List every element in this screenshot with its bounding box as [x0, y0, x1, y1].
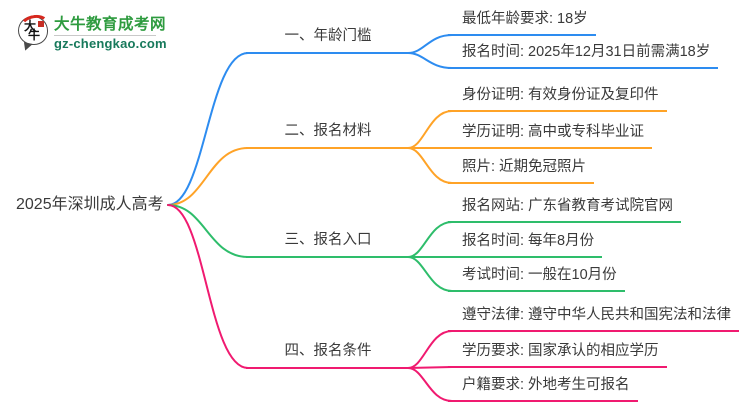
connector-curve: [167, 204, 249, 258]
leaf-node: 户籍要求: 外地考生可报名: [448, 376, 638, 402]
branch-node: 一、年龄门槛: [246, 26, 410, 54]
branch-node: 三、报名入口: [246, 230, 410, 258]
connector-curve: [167, 204, 249, 369]
connector-curve: [407, 366, 453, 369]
logo-seal-icon: [38, 21, 44, 27]
logo-char-1: 大: [24, 19, 37, 33]
branch-node: 二、报名材料: [246, 121, 410, 149]
connector-curve: [407, 52, 453, 69]
connector-curve: [407, 34, 453, 54]
leaf-node: 报名时间: 每年8月份: [448, 232, 603, 258]
logo-subtitle: gz-chengkao.com: [54, 36, 167, 51]
leaf-node: 报名网站: 广东省教育考试院官网: [448, 197, 682, 223]
connector-curve: [407, 256, 453, 292]
leaf-node: 照片: 近期免冠照片: [448, 158, 595, 184]
logo-title: 大牛教育成考网: [54, 16, 167, 33]
connector-curve: [407, 221, 453, 258]
connector-curve: [167, 147, 249, 206]
root-node: 2025年深圳成人高考: [16, 196, 164, 213]
logo-divider: [54, 35, 156, 36]
connector-curve: [407, 110, 453, 149]
leaf-node: 学历证明: 高中或专科毕业证: [448, 123, 653, 149]
leaf-node: 报名时间: 2025年12月31日前需满18岁: [448, 43, 719, 69]
leaf-node: 考试时间: 一般在10月份: [448, 266, 625, 292]
branch-node: 四、报名条件: [246, 341, 410, 369]
leaf-node: 遵守法律: 遵守中华人民共和国宪法和法律: [448, 306, 740, 332]
connector-curve: [407, 367, 453, 402]
logo-bubble-icon: 大 牛: [18, 13, 52, 52]
leaf-node: 学历要求: 国家承认的相应学历: [448, 342, 667, 368]
leaf-node: 最低年龄要求: 18岁: [448, 10, 596, 36]
logo-text: 大牛教育成考网 gz-chengkao.com: [54, 16, 167, 51]
site-logo: 大 牛 大牛教育成考网 gz-chengkao.com: [18, 13, 167, 52]
connector-curve: [407, 330, 453, 369]
logo-char-2: 牛: [28, 28, 41, 42]
connector-curve: [167, 52, 249, 206]
connector-curve: [407, 147, 453, 184]
leaf-node: 身份证明: 有效身份证及复印件: [448, 86, 667, 112]
